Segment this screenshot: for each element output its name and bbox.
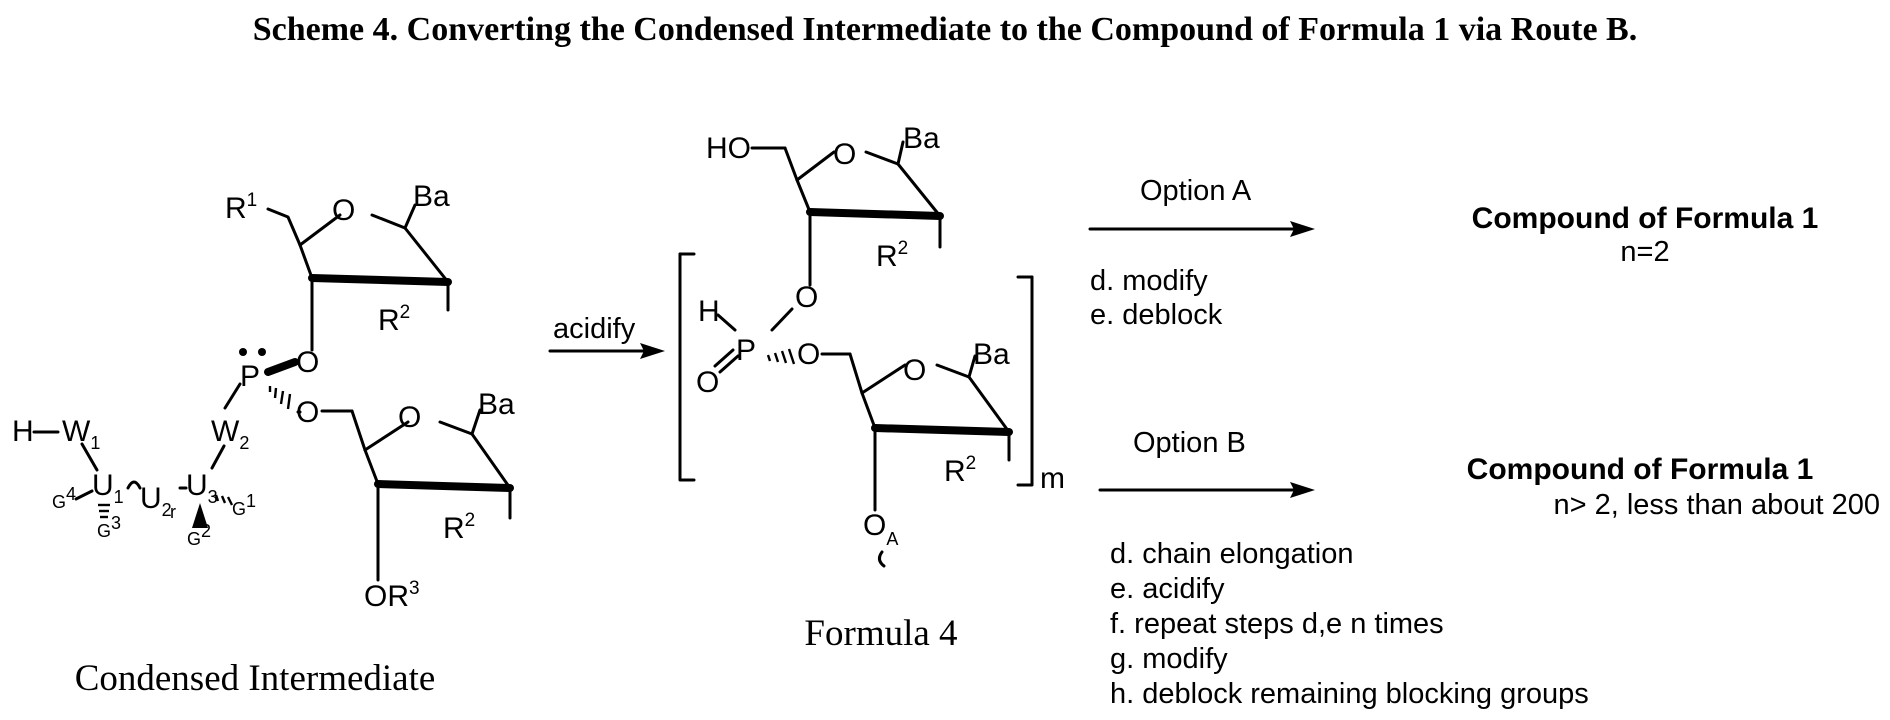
ring-oxygen-label-lower: O: [398, 401, 421, 434]
base-label: Ba: [413, 180, 450, 213]
ester-oxygen-label-f4: O: [797, 338, 820, 371]
acidify-arrow: [550, 343, 665, 359]
r2-label-f4: R2: [876, 238, 908, 273]
repeat-subscript-m: m: [1040, 462, 1065, 495]
hashed-bond: [270, 386, 290, 409]
option-a-arrow: [1090, 221, 1315, 237]
lone-pair-dot: [258, 348, 266, 356]
u3-label: U3: [186, 469, 218, 507]
hashed-bond: [98, 505, 110, 517]
w1-label: W1: [62, 415, 100, 453]
option-a-step-e: e. deblock: [1090, 299, 1223, 331]
hashed-bond: [216, 495, 232, 505]
g4-label: G4: [52, 484, 76, 512]
option-a-condition: n=2: [1620, 236, 1669, 268]
w2-label: W2: [211, 415, 249, 453]
r2-label: R2: [378, 302, 410, 337]
ring-oxygen-label-f4-lower: O: [903, 354, 926, 387]
lone-pair-dot: [239, 348, 247, 356]
hydroxyl-label: HO: [706, 132, 751, 165]
base-label-f4-lower: Ba: [973, 338, 1010, 371]
option-b-step-f: f. repeat steps d,e n times: [1110, 608, 1444, 640]
option-b-arrow: [1100, 482, 1315, 498]
r2-label-f4-lower: R2: [944, 453, 976, 488]
hydrogen-label: H: [12, 415, 34, 448]
condensed-intermediate-caption: Condensed Intermediate: [75, 658, 436, 699]
option-b-condition: n> 2, less than about 200: [1553, 489, 1880, 521]
r-subscript-label: r: [170, 502, 176, 522]
option-a-label: Option A: [1140, 175, 1252, 207]
linker-oxygen-label: O: [296, 346, 319, 379]
option-a-product: Compound of Formula 1: [1472, 202, 1819, 235]
oxo-oxygen-label: O: [696, 366, 719, 399]
acidify-label: acidify: [553, 313, 636, 345]
option-a-step-d: d. modify: [1090, 265, 1208, 297]
phosphorus-label: P: [240, 360, 260, 393]
base-label-lower: Ba: [478, 388, 515, 421]
oa-label: OA: [863, 509, 898, 549]
condensed-intermediate-structure: O Ba R1 R2 O P O O Ba R2 OR3: [12, 180, 515, 613]
scheme-title: Scheme 4. Converting the Condensed Inter…: [253, 11, 1638, 48]
option-b-step-e: e. acidify: [1110, 573, 1225, 605]
phosphorus-label-f4: P: [736, 334, 756, 367]
option-b-step-d: d. chain elongation: [1110, 538, 1353, 570]
u2-label: U2: [140, 482, 172, 520]
option-b-step-h: h. deblock remaining blocking groups: [1110, 678, 1589, 710]
r2-label-lower: R2: [443, 510, 475, 545]
r1-label: R1: [225, 190, 257, 225]
formula-4-structure: m HO O Ba R2 O H P O O: [680, 122, 1065, 566]
option-b-product: Compound of Formula 1: [1467, 453, 1814, 486]
linker-oxygen-label-f4: O: [795, 281, 818, 314]
option-b-step-g: g. modify: [1110, 643, 1228, 675]
hashed-bond: [768, 349, 794, 364]
base-label-f4: Ba: [903, 122, 940, 155]
ester-oxygen-label: O: [296, 396, 319, 429]
ring-oxygen-label-f4: O: [833, 138, 856, 171]
ring-oxygen-label: O: [332, 194, 355, 227]
u1-label: U1: [92, 469, 124, 507]
g1-label: G1: [232, 491, 256, 519]
formula-4-caption: Formula 4: [804, 613, 957, 654]
option-b-label: Option B: [1133, 427, 1246, 459]
or3-label: OR3: [364, 578, 420, 613]
hydrogen-label-f4: H: [698, 295, 720, 328]
